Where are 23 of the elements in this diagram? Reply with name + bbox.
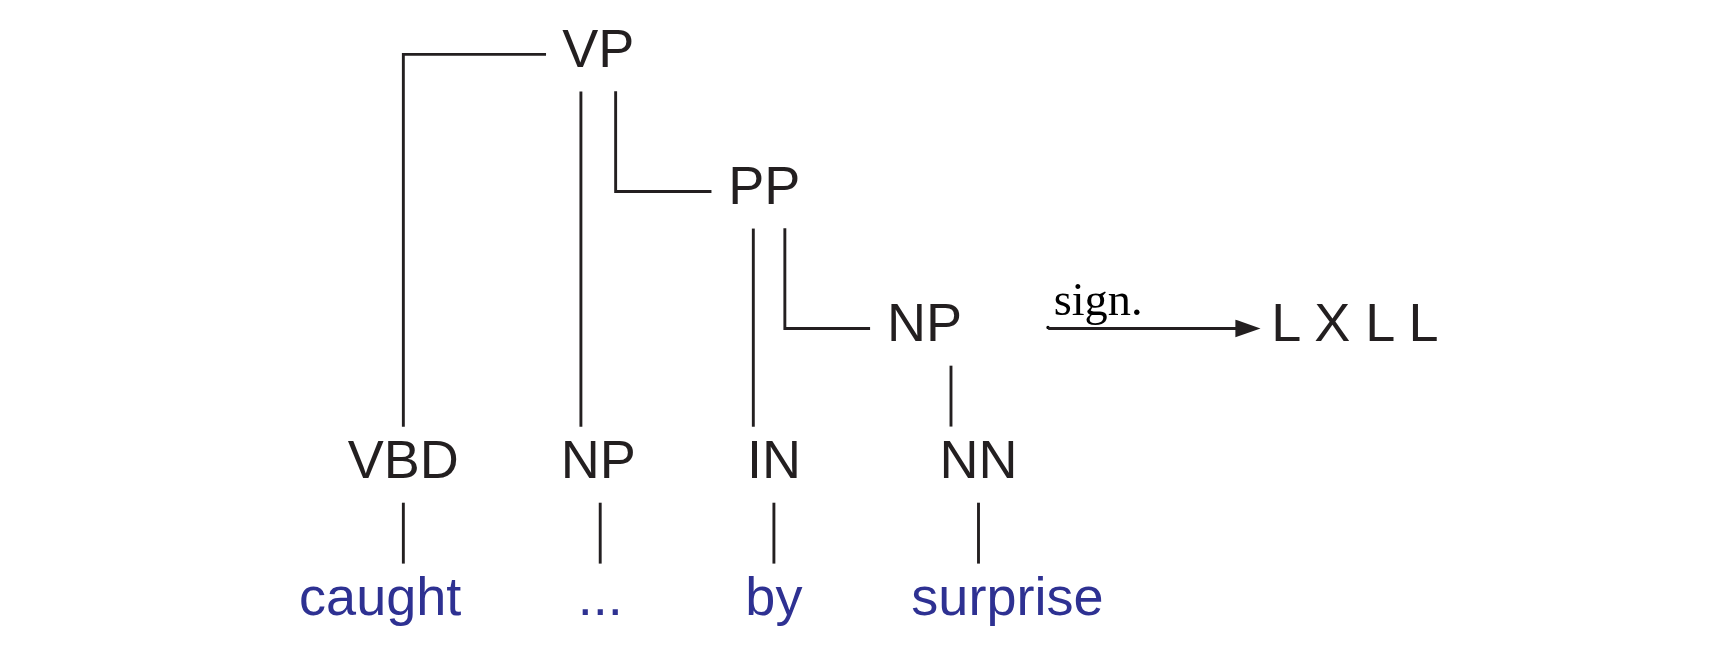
node-text: IN bbox=[746, 428, 801, 489]
edge-label: sign. bbox=[1053, 274, 1143, 326]
node-text: VP bbox=[562, 17, 635, 78]
node-text: L X L L bbox=[1271, 291, 1439, 352]
connector bbox=[751, 228, 755, 427]
connector bbox=[949, 365, 953, 427]
connector bbox=[579, 91, 583, 427]
connector bbox=[783, 228, 871, 330]
connector bbox=[598, 502, 602, 564]
node-text: NP bbox=[560, 428, 636, 489]
node-text: caught bbox=[299, 565, 462, 626]
connector bbox=[977, 502, 980, 564]
connector bbox=[401, 502, 405, 564]
node-text: ... bbox=[577, 565, 623, 626]
connector bbox=[614, 91, 712, 193]
connector bbox=[772, 502, 776, 564]
node-text: VBD bbox=[347, 428, 459, 489]
node-text: surprise bbox=[911, 565, 1104, 626]
node-text: NN bbox=[939, 428, 1018, 489]
connector bbox=[401, 52, 547, 427]
node-text: by bbox=[745, 565, 803, 626]
node-text: PP bbox=[728, 154, 801, 215]
node-text: NP bbox=[886, 291, 962, 352]
